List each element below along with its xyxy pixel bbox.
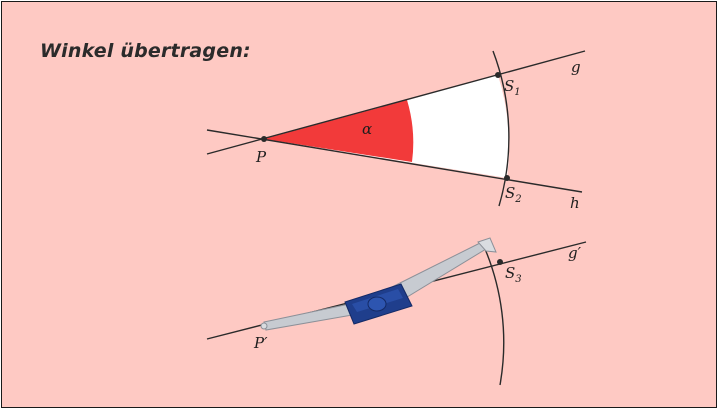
label-S2: S2 (505, 184, 522, 205)
compass-needle-tip (260, 322, 268, 330)
label-P-prime: P′ (253, 334, 268, 352)
line-g (206, 50, 586, 155)
diagram-title: Winkel übertragen: (40, 40, 251, 62)
point-P (261, 136, 267, 142)
label-alpha: α (362, 120, 372, 138)
compass[interactable] (260, 237, 497, 331)
label-P: P (255, 148, 267, 166)
arc-lower (481, 241, 505, 386)
angle-alpha-sector (264, 100, 414, 162)
construction-diagram: α P S1 S2 S3 g h g′ P′ (206, 50, 587, 386)
line-h (206, 129, 583, 193)
point-S2 (504, 175, 510, 181)
label-g: g (571, 58, 581, 76)
label-S1: S1 (504, 77, 521, 98)
point-S3 (497, 259, 503, 265)
label-g-prime: g′ (568, 244, 582, 262)
diagram-frame: Winkel übertragen: (1, 1, 717, 408)
compass-pencil-tip (477, 237, 497, 253)
point-S1 (495, 72, 501, 78)
arc-upper (492, 50, 510, 207)
label-S3: S3 (505, 264, 522, 285)
label-h: h (570, 194, 580, 212)
compass-knob (367, 296, 387, 312)
compass-arm-left (263, 302, 359, 331)
